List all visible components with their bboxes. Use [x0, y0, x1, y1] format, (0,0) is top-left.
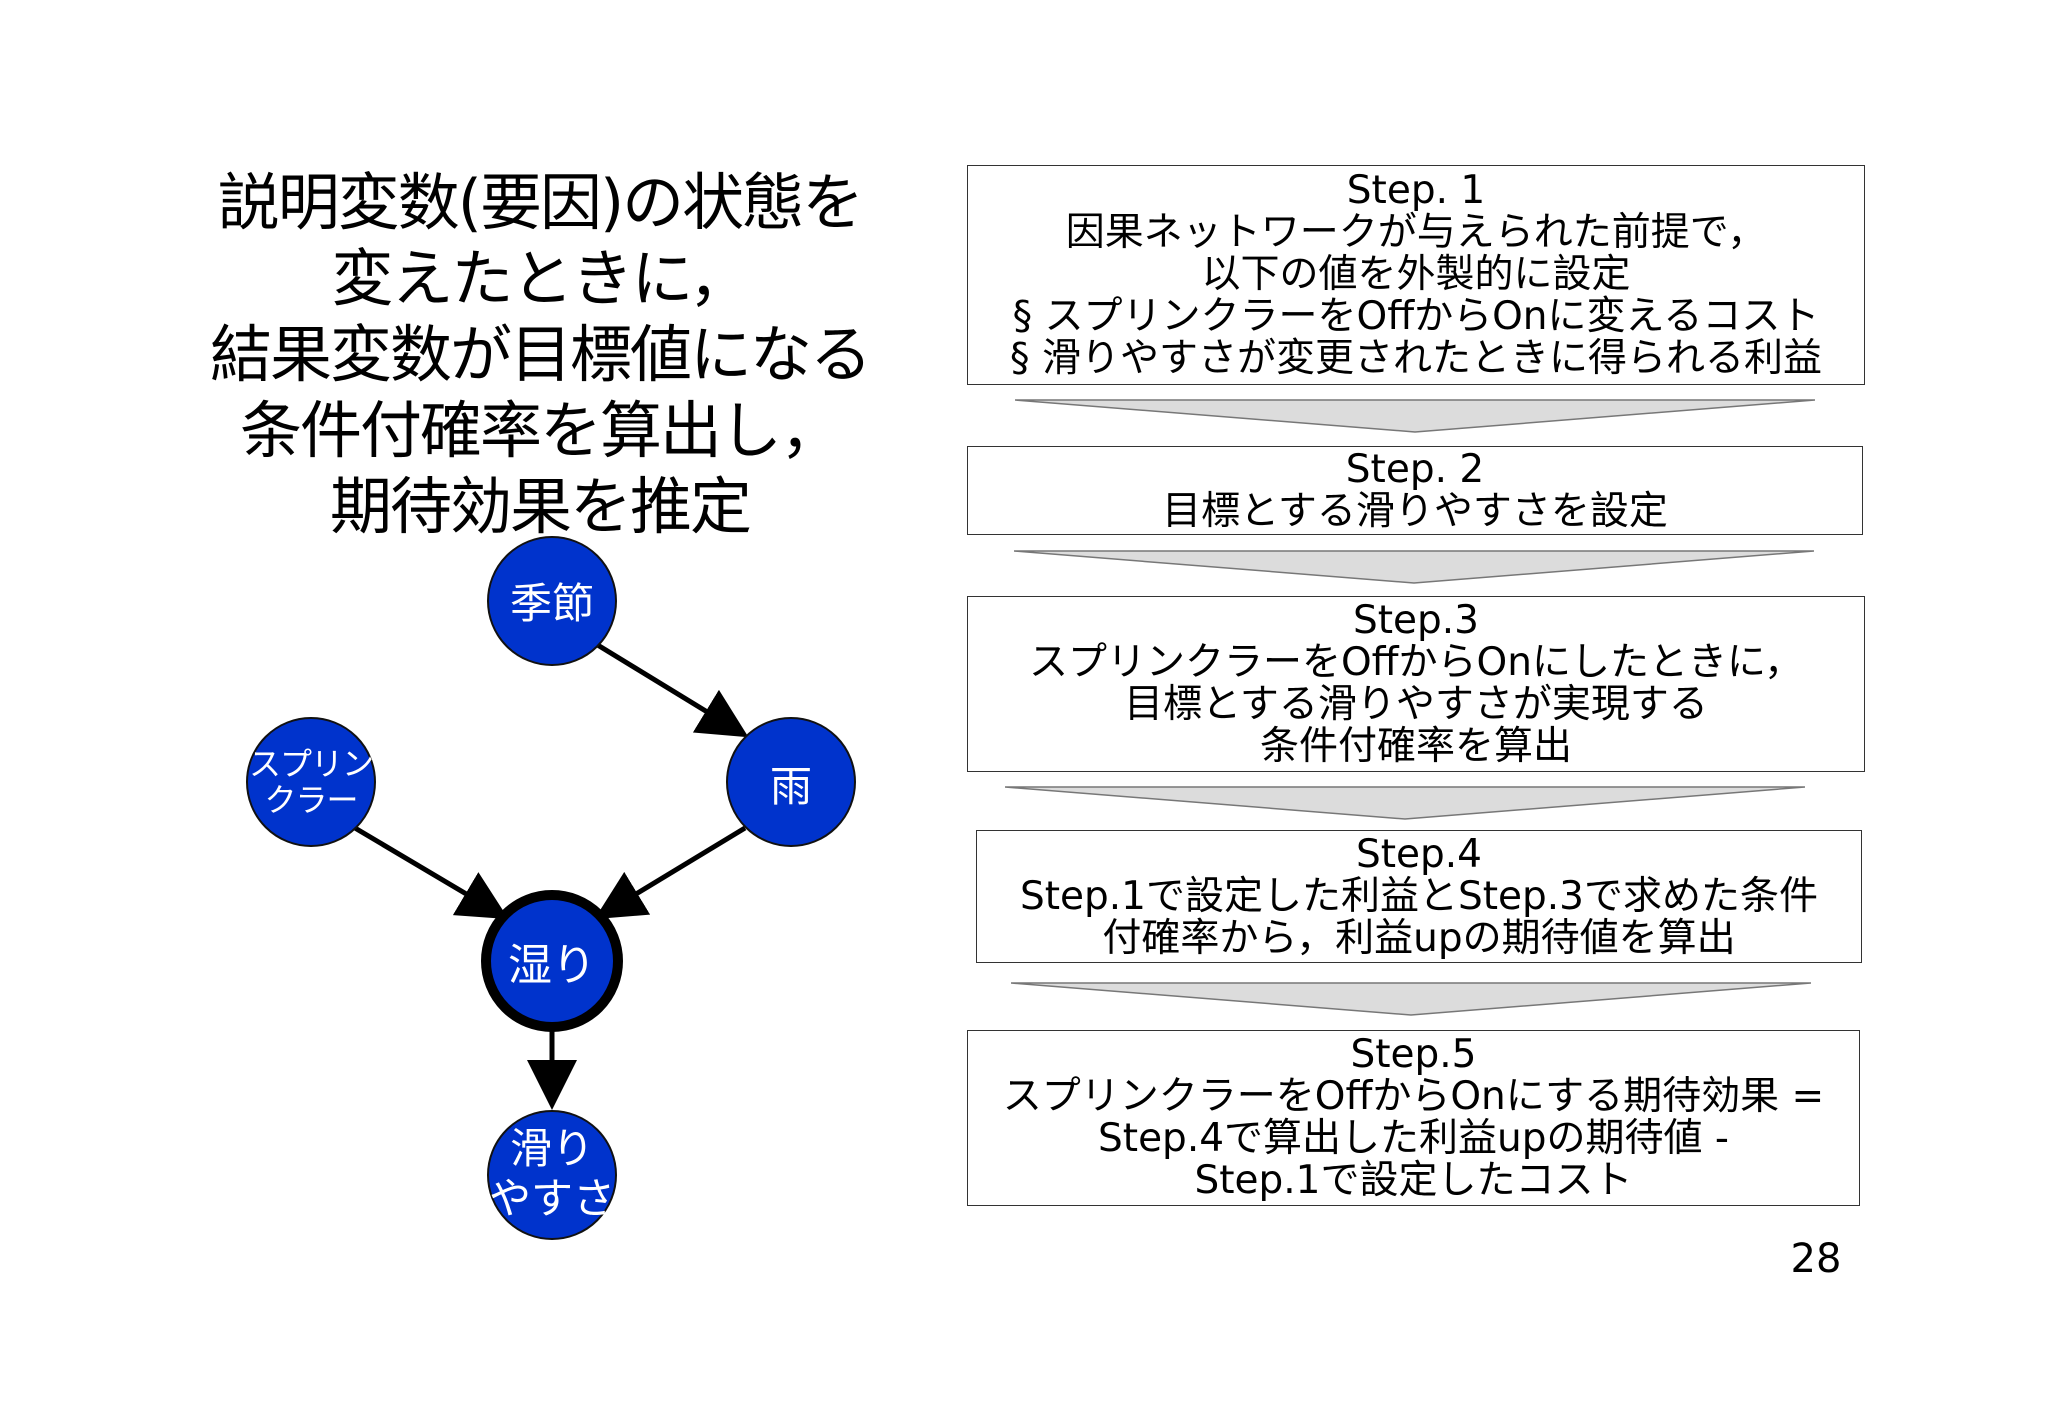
step-3-heading: Step.3: [1352, 598, 1479, 643]
step-2-line-1: 目標とする滑りやすさを設定: [1162, 488, 1668, 534]
step-3-line-3: 条件付確率を算出: [1259, 724, 1572, 769]
node-slippery: [487, 1110, 617, 1240]
step-arrow-4: [1011, 982, 1811, 1016]
step-arrow-2: [1014, 550, 1814, 584]
step-5-box: Step.5 スプリンクラーをOffからOnにする期待効果 = Step.4で算…: [967, 1030, 1860, 1206]
edge-sprinkler-wet: [353, 825, 509, 920]
step-3-box: Step.3 スプリンクラーをOffからOnにしたときに， 目標とする滑りやすさ…: [967, 596, 1865, 772]
edge-rain-wet: [594, 825, 747, 920]
node-sprinkler: [246, 717, 376, 847]
step-1-line-1: 因果ネットワークが与えられた前提で，: [1065, 210, 1767, 255]
step-1-line-4: § 滑りやすさが変更されたときに得られる利益: [1010, 336, 1822, 381]
node-season: [487, 536, 617, 666]
step-1-line-3: § スプリンクラーをOffからOnに変えるコスト: [1012, 294, 1820, 339]
node-label-season: 季節: [509, 578, 594, 628]
node-wet: [481, 890, 623, 1032]
step-3-line-2: 目標とする滑りやすさが実現する: [1124, 682, 1708, 727]
step-5-line-1: スプリンクラーをOffからOnにする期待効果 =: [1002, 1074, 1825, 1119]
step-5-line-3: Step.1で設定したコスト: [1194, 1158, 1633, 1203]
node-label-wet: 湿り: [508, 940, 596, 991]
step-1-heading: Step. 1: [1346, 168, 1486, 213]
step-3-line-1: スプリンクラーをOffからOnにしたときに，: [1028, 640, 1804, 685]
step-4-heading: Step.4: [1355, 831, 1482, 877]
step-4-box: Step.4 Step.1で設定した利益とStep.3で求めた条件 付確率から，…: [976, 830, 1862, 963]
slide-title: 説明変数(要因)の状態を 変えたときに， 結果変数が目標値になる 条件付確率を算…: [209, 166, 872, 543]
edge-season-rain: [594, 641, 749, 738]
step-4-line-1: Step.1で設定した利益とStep.3で求めた条件: [1019, 873, 1818, 919]
step-1-box: Step. 1 因果ネットワークが与えられた前提で， 以下の値を外製的に設定 §…: [967, 165, 1865, 385]
node-label-slippery: 滑り やすさ: [488, 1124, 615, 1223]
step-1-line-2: 以下の値を外製的に設定: [1201, 252, 1631, 297]
step-4-line-2: 付確率から，利益upの期待値を算出: [1102, 915, 1736, 961]
step-arrow-1: [1015, 399, 1815, 433]
step-2-box: Step. 2 目標とする滑りやすさを設定: [967, 446, 1863, 535]
step-5-line-2: Step.4で算出した利益upの期待値 -: [1098, 1116, 1729, 1161]
step-arrow-3: [1005, 786, 1805, 820]
page-number: 28: [1790, 1236, 1842, 1282]
step-5-heading: Step.5: [1350, 1032, 1477, 1077]
node-label-sprinkler: スプリン クラー: [248, 745, 374, 819]
step-2-heading: Step. 2: [1345, 446, 1485, 492]
node-rain: [726, 717, 856, 847]
node-label-rain: 雨: [769, 761, 812, 811]
